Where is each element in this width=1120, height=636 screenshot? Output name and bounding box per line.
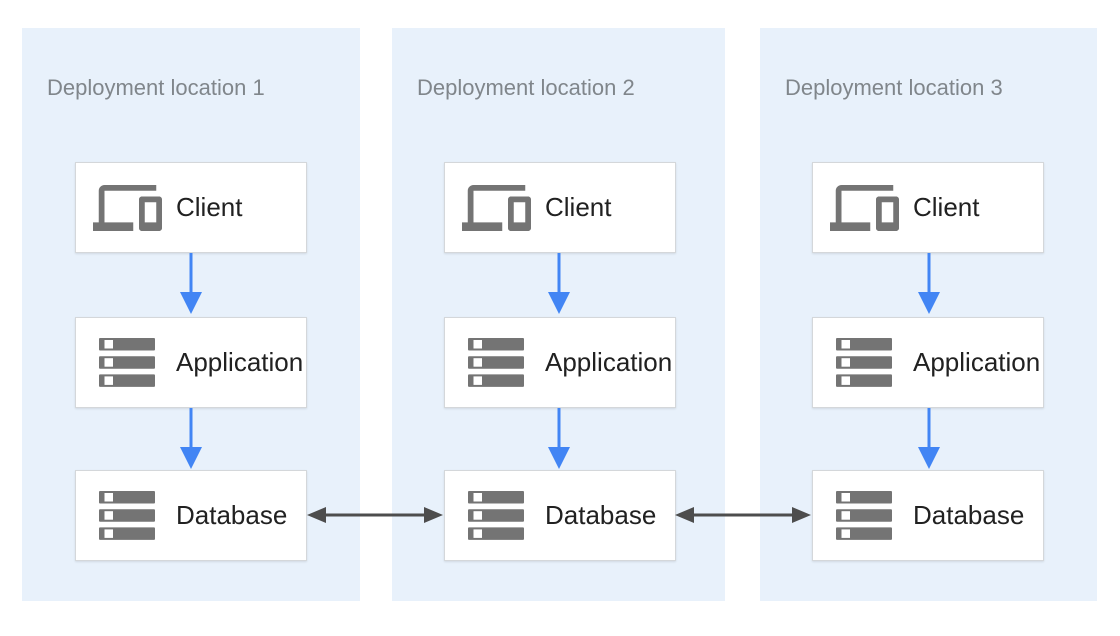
panel-deployment-location-2: Deployment location 2 Client Application… — [392, 28, 725, 601]
database-node: Database — [444, 470, 676, 561]
application-node: Application — [75, 317, 307, 408]
node-label: Client — [545, 192, 612, 222]
server-stack-icon — [827, 338, 901, 387]
server-stack-icon — [459, 491, 533, 540]
client-node: Client — [75, 162, 307, 253]
panel-title: Deployment location 2 — [417, 75, 635, 100]
node-label: Client — [176, 192, 243, 222]
node-label: Application — [913, 347, 1041, 377]
server-stack-icon — [459, 338, 533, 387]
flow-arrow-application-to-database — [178, 408, 204, 470]
node-label: Application — [176, 347, 304, 377]
panel-deployment-location-3: Deployment location 3 Client Application… — [760, 28, 1097, 601]
client-node: Client — [812, 162, 1044, 253]
flow-arrow-application-to-database — [546, 408, 572, 470]
node-label: Client — [913, 192, 980, 222]
flow-arrow-client-to-application — [546, 253, 572, 315]
panel-deployment-location-1: Deployment location 1 Client Application… — [22, 28, 360, 601]
client-node: Client — [444, 162, 676, 253]
server-stack-icon — [90, 491, 164, 540]
server-stack-icon — [90, 338, 164, 387]
application-node: Application — [812, 317, 1044, 408]
panel-title: Deployment location 1 — [47, 75, 265, 100]
flow-arrow-client-to-application — [916, 253, 942, 315]
replication-arrow-db2-db3 — [674, 506, 812, 524]
database-node: Database — [812, 470, 1044, 561]
database-node: Database — [75, 470, 307, 561]
server-stack-icon — [827, 491, 901, 540]
node-label: Application — [545, 347, 673, 377]
panel-title: Deployment location 3 — [785, 75, 1003, 100]
devices-icon — [827, 185, 901, 231]
application-node: Application — [444, 317, 676, 408]
devices-icon — [90, 185, 164, 231]
node-label: Database — [913, 500, 1025, 530]
flow-arrow-client-to-application — [178, 253, 204, 315]
flow-arrow-application-to-database — [916, 408, 942, 470]
node-label: Database — [545, 500, 657, 530]
devices-icon — [459, 185, 533, 231]
node-label: Database — [176, 500, 288, 530]
replication-arrow-db1-db2 — [306, 506, 444, 524]
